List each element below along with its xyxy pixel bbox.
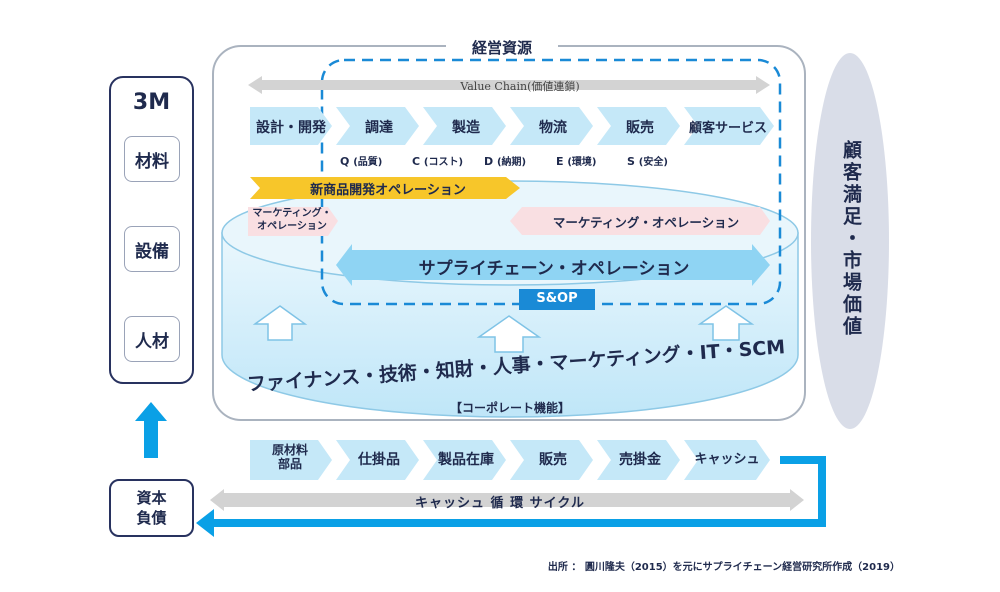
- vc-chevron-2: [423, 107, 506, 145]
- vc-step-design: 設計・開発: [256, 120, 326, 136]
- metric-safety: S (安全): [627, 155, 668, 168]
- resource-material: 材料: [124, 136, 180, 182]
- sop-badge: [519, 289, 595, 310]
- metric-environment: E (環境): [556, 155, 597, 168]
- three-m-panel: 3M 材料 設備 人材: [109, 76, 194, 384]
- cash-step-receivables: 売掛金: [619, 452, 661, 468]
- resource-people: 人材: [124, 316, 180, 362]
- cash-chevron-0: [250, 440, 332, 480]
- marketing-right-arrow: [510, 207, 770, 235]
- marketing-right-label: マーケティング・オペレーション: [552, 215, 740, 230]
- vc-step-sales: 販売: [626, 120, 654, 136]
- cash-chevron-5: [684, 440, 770, 480]
- marketing-left-arrow: [248, 207, 338, 236]
- capital-liabilities-box: 資本 負債: [109, 479, 194, 537]
- up-arrow-center: [476, 315, 542, 353]
- cash-step-sales: 販売: [539, 452, 567, 468]
- three-m-title: 3M: [132, 90, 171, 115]
- cash-step-inventory: 製品在庫: [438, 452, 494, 468]
- cash-return-arrowhead: [196, 509, 214, 537]
- cash-return-line: [210, 456, 826, 527]
- metric-quality: Q (品質): [340, 155, 383, 168]
- vc-step-manufacturing: 製造: [452, 120, 480, 136]
- cash-step-raw-materials: 原材料 部品: [271, 443, 308, 471]
- vc-step-logistics: 物流: [539, 120, 567, 136]
- marketing-left-label: マーケティング・ オペレーション: [252, 208, 332, 232]
- vc-step-customer-service: 顧客サービス: [688, 121, 767, 136]
- value-chain-label: Value Chain(価値連鎖): [460, 80, 580, 93]
- source-note: 出所 ： 圓川隆夫（2015）を元にサプライチェーン経営研究所作成（2019）: [547, 562, 900, 573]
- cash-chevron-2: [423, 440, 506, 480]
- capital-up-arrow: [135, 402, 167, 458]
- vc-chevron-3: [510, 107, 593, 145]
- cash-chevron-3: [510, 440, 593, 480]
- customer-value-label: 顧客満足・市場価値: [840, 140, 862, 338]
- cash-cycle-arrow: [210, 489, 804, 511]
- sop-label: S&OP: [536, 291, 578, 306]
- up-arrow-right: [697, 305, 755, 341]
- vc-chevron-1: [336, 107, 419, 145]
- new-product-operation-label: 新商品開発オペレーション: [310, 183, 466, 198]
- metric-cost: C (コスト): [412, 155, 464, 168]
- customer-value-ellipse: [811, 53, 889, 429]
- resource-equipment: 設備: [124, 226, 180, 272]
- cash-chevron-1: [336, 440, 419, 480]
- cash-chevron-4: [597, 440, 680, 480]
- new-product-arrow: [250, 177, 520, 199]
- vc-chevron-0: [250, 107, 332, 145]
- vc-chevron-5: [684, 107, 774, 145]
- vc-step-procurement: 調達: [365, 120, 393, 136]
- cash-step-cash: キャッシュ: [694, 452, 760, 467]
- corporate-label: 【コーポレート機能】: [449, 401, 570, 415]
- up-arrow-left: [252, 305, 308, 341]
- management-resources-title: 経営資源: [471, 39, 532, 57]
- supply-chain-operation-label: サプライチェーン・オペレーション: [418, 259, 690, 279]
- cash-cycle-label: キャッシュ 循 環 サイクル: [415, 496, 585, 511]
- cash-step-wip: 仕掛品: [358, 452, 400, 468]
- supply-chain-arrow: [336, 244, 770, 286]
- value-chain-arrow: [248, 76, 770, 94]
- metric-delivery: D (納期): [484, 155, 527, 168]
- vc-chevron-4: [597, 107, 680, 145]
